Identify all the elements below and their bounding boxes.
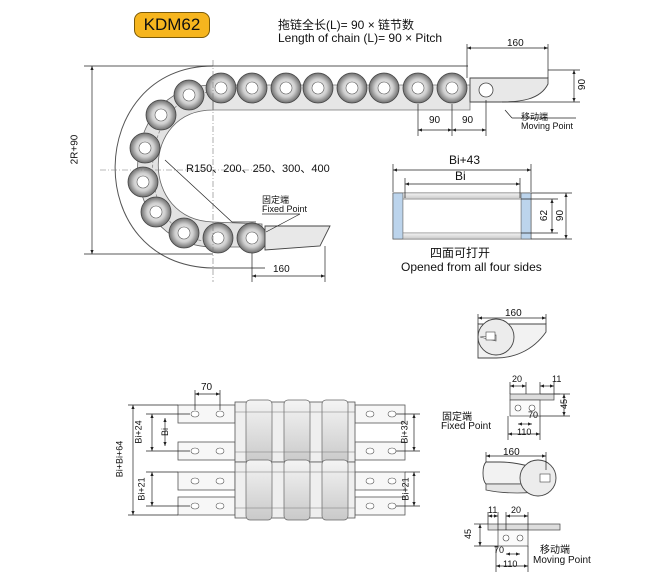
moving-bracket-side-detail	[482, 459, 557, 497]
cross-section-caption-cn: 四面可打开	[430, 246, 491, 260]
chain-side-view	[114, 65, 549, 269]
fixed-bracket-dimensions	[477, 314, 570, 440]
bend-radius-options: R150、200、250、300、400	[186, 163, 330, 175]
dim-outer-height: 90	[555, 209, 567, 222]
dim-inner-height: 62	[539, 209, 551, 222]
moving-bracket-dim-d: 110	[503, 559, 518, 569]
dim-right-upper-width: Bi+32	[399, 420, 410, 444]
fixed-bracket-dim-a: 20	[512, 374, 523, 384]
fixed-bracket-label-cn: 固定端	[442, 412, 472, 423]
dim-pitch-a: 90	[429, 115, 441, 126]
fixed-bracket-plan-detail	[509, 393, 560, 417]
dim-total-height: 2R+90	[69, 134, 81, 165]
fixed-point-label-cn: 固定端	[262, 195, 290, 205]
chain-top-view	[177, 399, 406, 521]
dim-pitch-b: 90	[462, 115, 474, 126]
moving-end-bracket	[469, 77, 549, 103]
moving-bracket-dim-e: 45	[463, 528, 474, 540]
moving-bracket-dimensions	[474, 452, 547, 572]
dim-upper-inner-width: Bi	[160, 427, 171, 437]
dim-inner-width: Bi	[455, 169, 466, 183]
moving-point-label-cn: 移动端	[521, 112, 549, 122]
fixed-bracket-dim-d: 110	[517, 427, 532, 437]
dim-hole-pitch: 70	[201, 382, 213, 393]
fixed-end-bracket	[264, 225, 331, 251]
dim-upper-outer-width: Bi+24	[133, 420, 144, 444]
moving-point-label-en: Moving Point	[521, 121, 574, 131]
top-view-dimensions	[128, 390, 420, 516]
moving-bracket-dim-length: 160	[503, 447, 520, 458]
dim-right-lower-width: Bi+21	[400, 477, 411, 501]
chain-length-formula-en: Length of chain (L)= 90 × Pitch	[278, 31, 443, 45]
side-view-center-lines	[100, 60, 260, 282]
chain-cross-section	[392, 192, 532, 240]
dim-bottom-bracket-length: 160	[273, 264, 290, 275]
moving-bracket-plan-detail	[487, 523, 561, 547]
fixed-bracket-dim-b: 11	[552, 374, 562, 384]
fixed-bracket-side-detail	[477, 318, 547, 359]
cross-section-dimensions	[392, 164, 572, 240]
moving-bracket-label-cn: 移动端	[540, 545, 570, 556]
fixed-point-label-en: Fixed Point	[262, 204, 308, 214]
dim-total-width: Bi+Bi+64	[114, 440, 125, 478]
dim-lower-width: Bi+21	[136, 477, 147, 501]
moving-bracket-label-en: Moving Point	[533, 555, 591, 566]
model-badge: KDM62	[134, 12, 210, 38]
fixed-bracket-dim-length: 160	[505, 308, 522, 319]
dim-top-bracket-length: 160	[507, 38, 524, 49]
chain-rollers	[127, 72, 468, 254]
cross-section-caption-en: Opened from all four sides	[401, 260, 542, 274]
fixed-bracket-dim-e: 45	[559, 398, 570, 410]
side-view-dimensions	[84, 44, 580, 282]
dim-outer-width: Bi+43	[449, 153, 481, 167]
dim-bracket-height: 90	[577, 78, 589, 91]
fixed-bracket-label-en: Fixed Point	[441, 421, 492, 432]
moving-bracket-dim-a: 11	[488, 505, 498, 515]
fixed-bracket-dim-c: 70	[528, 410, 539, 420]
moving-bracket-dim-b: 20	[511, 505, 522, 515]
moving-bracket-dim-c: 70	[494, 545, 505, 555]
chain-length-formula-cn: 拖链全长(L)= 90 × 链节数	[278, 18, 415, 32]
